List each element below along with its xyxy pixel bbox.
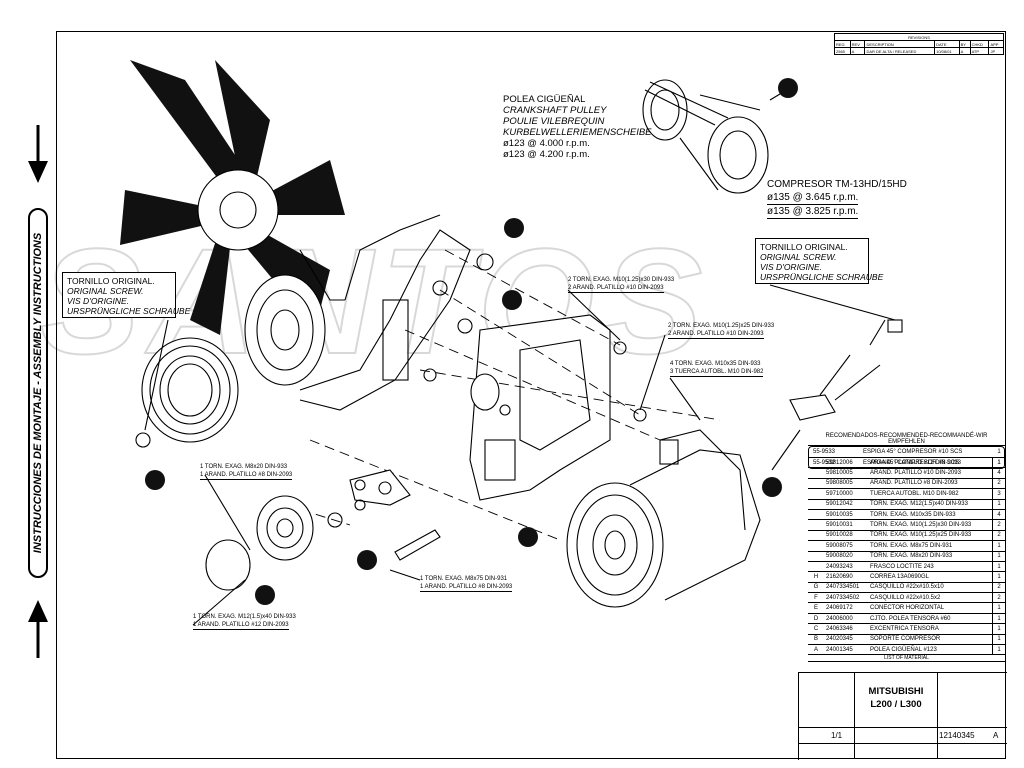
original-screw-note-left: TORNILLO ORIGINAL. ORIGINAL SCREW. VIS D… [62,272,190,318]
revision-header: REVISIONS [834,33,1004,41]
callout-bolts-m10x30: 2 TORN. EXAG. M10(1.25)x30 DIN-933 2 ARA… [568,277,675,293]
original-screw-note-right: TORNILLO ORIGINAL. ORIGINAL SCREW. VIS D… [755,238,883,284]
pulley-label: POLEA CIGÜEÑAL CRANKSHAFT PULLEY POULIE … [503,94,652,160]
callout-bolts-m12x40: 1 TORN. EXAG. M12(1.5)x40 DIN-933 1 ARAN… [193,614,296,630]
recommended-row: 55-9533 ESPIGA 45° COMPRESOR #10 SCS 1 [813,449,1001,455]
reference-dot [255,585,275,605]
drawing-frame [56,31,1006,759]
callout-bolts-m8x75: 1 TORN. EXAG. M8x75 DIN-931 1 ARAND. PLA… [420,576,513,592]
compressor-label: COMPRESOR TM-13HD/15HD ø135 @ 3.645 r.p.… [767,179,907,219]
callout-bolts-m10x35: 4 TORN. EXAG. M10x35 DIN-933 3 TUERCA AU… [670,361,764,377]
arrow-up-icon [28,600,48,658]
callout-bolts-m8x20: 1 TORN. EXAG. M8x20 DIN-933 1 ARAND. PLA… [200,464,293,480]
reference-dot [762,477,782,497]
vehicle-title: MITSUBISHI L200 / L300 [868,686,924,710]
reference-dot [357,550,377,570]
reference-dot [518,527,538,547]
reference-dot [778,78,798,98]
reference-dot [504,218,524,238]
side-label: INSTRUCCIONES DE MONTAJE - ASSEMBLY INST… [28,208,48,578]
title-block: MITSUBISHI L200 / L300 1/1 12140345 A [798,672,1007,760]
reference-dot [502,290,522,310]
arrow-down-icon [28,125,48,183]
callout-bolts-m10x25: 2 TORN. EXAG. M10(1.25)x25 DIN-933 2 ARA… [668,323,775,339]
reference-dot [145,470,165,490]
